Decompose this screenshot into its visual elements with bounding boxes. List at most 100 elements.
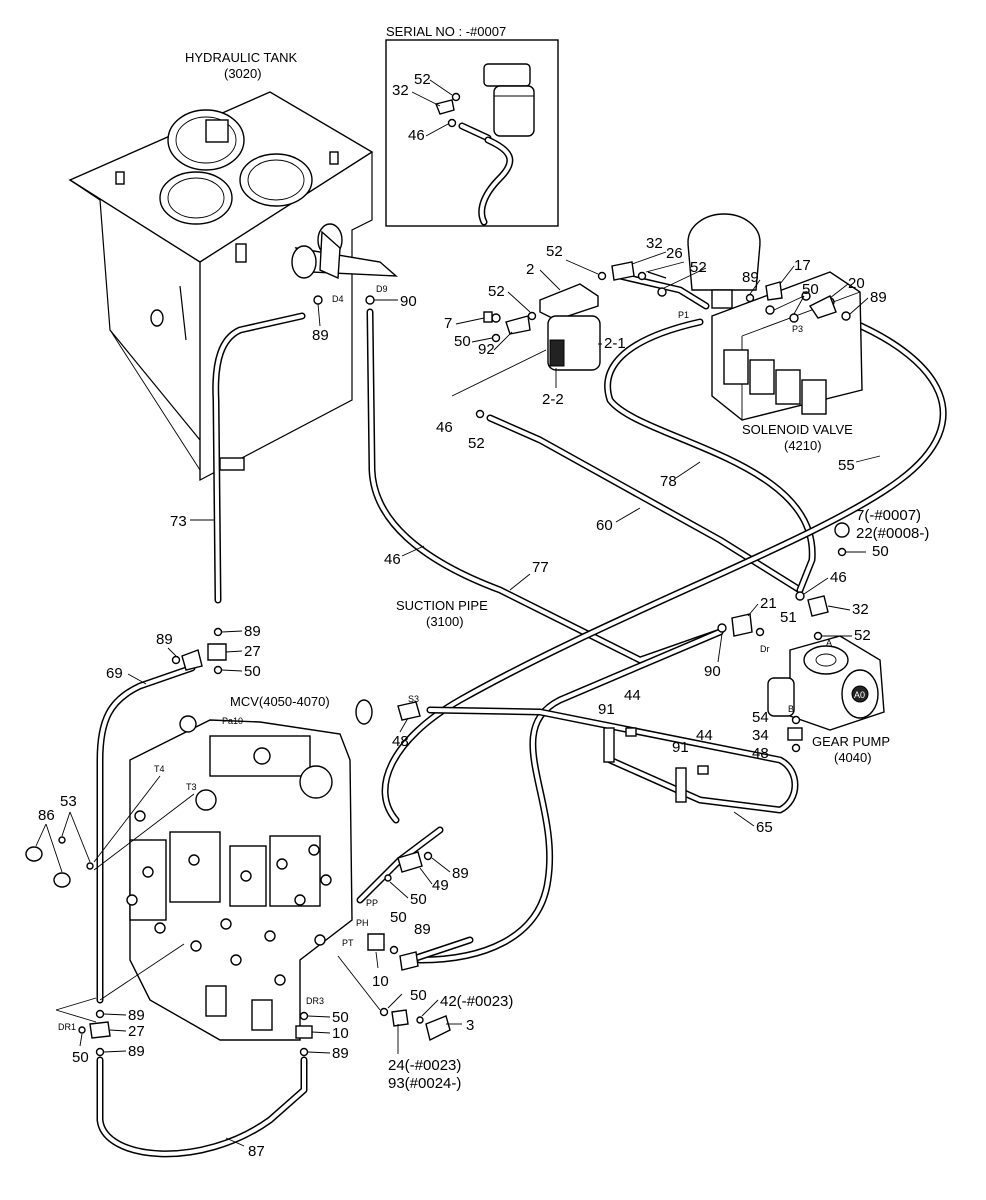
port-t3: T3: [186, 782, 197, 792]
label-tank-89: 89: [312, 327, 329, 344]
port-p3: P3: [792, 324, 803, 334]
label-sv-50a: 50: [454, 333, 471, 350]
label-m89b: 89: [244, 623, 261, 640]
label-r50b: 50: [390, 909, 407, 926]
label-gp-46: 46: [830, 569, 847, 586]
solenoid-valve-title: SOLENOID VALVE: [742, 422, 853, 437]
label-h78: 78: [660, 473, 677, 490]
label-r3: 3: [466, 1017, 474, 1034]
label-gp-21: 21: [760, 595, 777, 612]
label-tank-90: 90: [400, 293, 417, 310]
suction-pipe: SUCTION PIPE (3100) S3 48 91 44 91 44 65: [355, 598, 773, 836]
label-gp-54: 54: [752, 709, 769, 726]
hydraulic-tank: HYDRAULIC TANK (3020) D4 D9 89: [68, 50, 417, 481]
label-gp-52: 52: [854, 627, 871, 644]
label-sv-2: 2: [526, 261, 534, 278]
serial-inset: SERIAL NO : -#0007 52 32 46: [385, 24, 559, 227]
port-d4: D4: [332, 294, 344, 304]
label-h73: 73: [170, 513, 187, 530]
label-sv-2-1: 2-1: [604, 335, 626, 352]
label-r49: 49: [432, 877, 449, 894]
label-d50b: 50: [332, 1009, 349, 1026]
port-b: B: [788, 704, 794, 714]
label-gp-22: 22(#0008-): [856, 525, 929, 542]
hoses: [96, 272, 947, 1158]
gear-pump: A0 Dr A B GEAR PUMP (4040) 7(-#0007) 22(…: [704, 507, 929, 765]
label-r50c: 50: [410, 987, 427, 1004]
label-gp-34: 34: [752, 727, 769, 744]
label-b44a: 44: [624, 687, 641, 704]
hose-labels: 46 52 78 55 60 73 46 77: [170, 409, 881, 591]
label-h87: 87: [248, 1143, 265, 1160]
label-gp-90: 90: [704, 663, 721, 680]
port-a: A: [826, 638, 832, 648]
label-r89a: 89: [452, 865, 469, 882]
solenoid-valve-assembly: P1 P3 SOLENOID VALVE (4210) 32 26 52 52 …: [444, 213, 887, 453]
label-r10a: 10: [372, 973, 389, 990]
label-sv-89a: 89: [742, 269, 759, 286]
label-sv-2-2: 2-2: [542, 391, 564, 408]
label-r93: 93(#0024-): [388, 1075, 461, 1092]
label-m27a: 27: [244, 643, 261, 660]
suction-pipe-title: SUCTION PIPE: [396, 598, 488, 613]
label-b44b: 44: [696, 727, 713, 744]
label-sv-20: 20: [848, 275, 865, 292]
label-sv-17: 17: [794, 257, 811, 274]
label-gp-48: 48: [752, 745, 769, 762]
label-sv-50b: 50: [802, 281, 819, 298]
label-b91b: 91: [672, 739, 689, 756]
inset-label-46: 46: [408, 127, 425, 144]
label-gp-50: 50: [872, 543, 889, 560]
inset-label-32: 32: [392, 82, 409, 99]
port-p1: P1: [678, 310, 689, 320]
label-r50a: 50: [410, 891, 427, 908]
label-r42: 42(-#0023): [440, 993, 513, 1010]
label-h52a: 52: [468, 435, 485, 452]
port-dr1: DR1: [58, 1022, 76, 1032]
inset-label-52: 52: [414, 71, 431, 88]
label-m89a: 89: [156, 631, 173, 648]
port-pp: PP: [366, 898, 378, 908]
mcv-title: MCV(4050-4070): [230, 694, 330, 709]
label-h65: 65: [756, 819, 773, 836]
hydraulic-tank-title: HYDRAULIC TANK: [185, 50, 298, 65]
label-h46a: 46: [436, 419, 453, 436]
label-r24: 24(-#0023): [388, 1057, 461, 1074]
suction-pipe-number: (3100): [426, 614, 464, 629]
label-m50a: 50: [244, 663, 261, 680]
label-gp-51: 51: [780, 609, 797, 626]
label-sv-52c: 52: [488, 283, 505, 300]
label-d89a: 89: [128, 1007, 145, 1024]
label-d10: 10: [332, 1025, 349, 1042]
port-ph: PH: [356, 918, 369, 928]
label-sv-7: 7: [444, 315, 452, 332]
label-sv-89b: 89: [870, 289, 887, 306]
label-d27: 27: [128, 1023, 145, 1040]
label-h46b: 46: [384, 551, 401, 568]
port-t4: T4: [154, 764, 165, 774]
serial-inset-title: SERIAL NO : -#0007: [386, 24, 506, 39]
port-dr: Dr: [760, 644, 770, 654]
label-b91a: 91: [598, 701, 615, 718]
label-sv-26: 26: [666, 245, 683, 262]
hydraulic-tank-number: (3020): [224, 66, 262, 81]
label-sv-92: 92: [478, 341, 495, 358]
port-s3: S3: [408, 694, 419, 704]
gear-pump-title: GEAR PUMP: [812, 734, 890, 749]
label-h77: 77: [532, 559, 549, 576]
mcv: MCV(4050-4070) T4 T3 Pa10 PP PH: [25, 623, 513, 1160]
label-d89c: 89: [332, 1045, 349, 1062]
port-a0: A0: [854, 690, 865, 700]
label-d89b: 89: [128, 1043, 145, 1060]
port-d9: D9: [376, 284, 388, 294]
label-sv-52b: 52: [690, 259, 707, 276]
label-gp-32: 32: [852, 601, 869, 618]
label-l86: 86: [38, 807, 55, 824]
label-h55: 55: [838, 457, 855, 474]
label-gp-7: 7(-#0007): [856, 507, 921, 524]
port-dr3: DR3: [306, 996, 324, 1006]
label-r89b: 89: [414, 921, 431, 938]
gear-pump-number: (4040): [834, 750, 872, 765]
label-sv-32: 32: [646, 235, 663, 252]
